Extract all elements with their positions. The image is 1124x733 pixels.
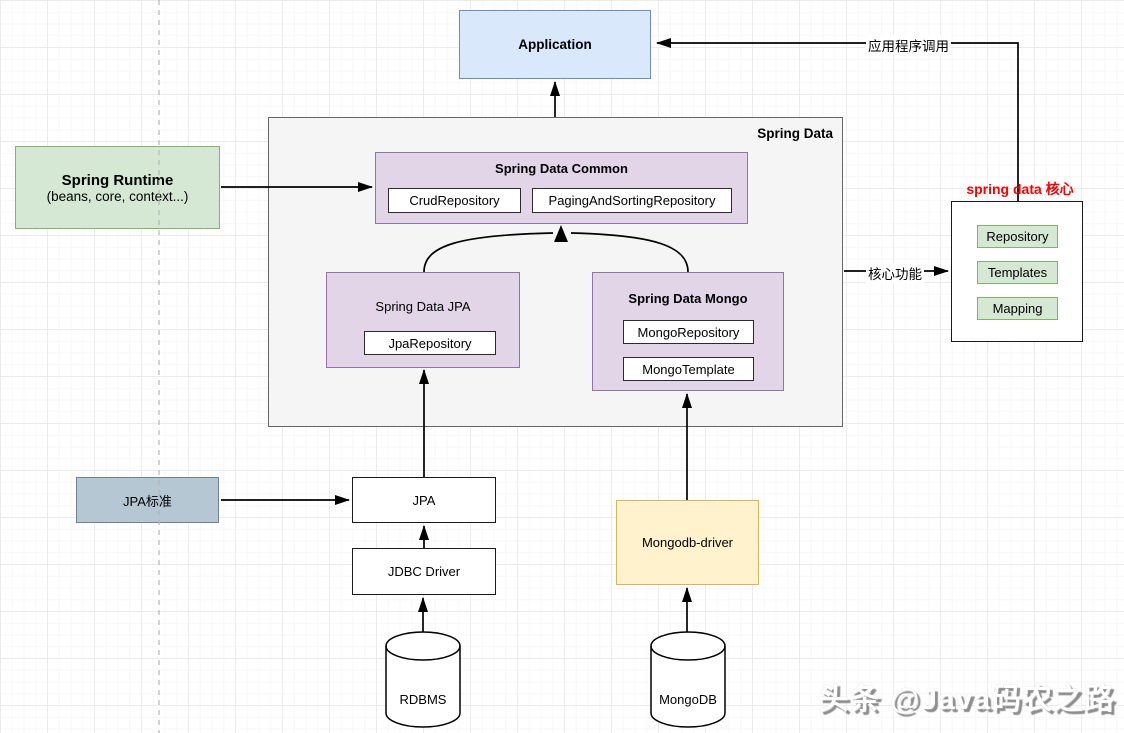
node-crudrepository: CrudRepository [388, 188, 521, 213]
core-panel-caption: spring data 核心 [966, 181, 1074, 197]
core-item-repository: Repository [977, 225, 1058, 248]
common-title: Spring Data Common [495, 161, 628, 176]
node-jpa: JPA [352, 477, 496, 523]
edge-mongo-module-to-common [570, 232, 689, 273]
node-spring-runtime: Spring Runtime (beans, core, context...) [15, 146, 220, 229]
watermark-text: 头条 @Java码农之路 [818, 683, 1115, 716]
spring-data-title: Spring Data [757, 126, 833, 141]
core-item-mapping: Mapping [977, 297, 1058, 320]
node-jdbc-driver: JDBC Driver [352, 548, 496, 595]
mongodb-cylinder [650, 631, 726, 728]
edge-jpa-module-to-common [423, 232, 554, 273]
rdbms-cylinder [385, 631, 461, 728]
edge-label-app-call: 应用程序调用 [866, 35, 951, 55]
spring-runtime-title: Spring Runtime [61, 171, 174, 189]
node-pagingandsortingrepository: PagingAndSortingRepository [532, 188, 732, 213]
edge-app-call [656, 38, 1019, 201]
core-panel: Repository Templates Mapping [951, 201, 1083, 342]
node-mongorepository: MongoRepository [623, 320, 754, 344]
node-mongodb-driver: Mongodb-driver [616, 500, 759, 585]
spring-runtime-subtitle: (beans, core, context...) [46, 188, 189, 204]
node-mongotemplate: MongoTemplate [623, 357, 754, 381]
mongodb-label: MongoDB [659, 692, 717, 707]
node-spring-data-common: Spring Data Common CrudRepository Paging… [375, 152, 748, 224]
edge-label-core-feature: 核心功能 [866, 263, 924, 283]
node-spring-data-jpa: Spring Data JPA JpaRepository [326, 272, 520, 368]
node-application: Application [459, 10, 651, 79]
merge-arrowhead-icon [554, 225, 568, 242]
node-spring-data-mongo: Spring Data Mongo MongoRepository MongoT… [592, 272, 784, 391]
jpa-module-title: Spring Data JPA [375, 299, 471, 314]
rdbms-label: RDBMS [399, 692, 447, 707]
core-item-templates: Templates [977, 261, 1058, 284]
node-jpa-standard: JPA标准 [76, 477, 219, 523]
node-jparepository: JpaRepository [364, 331, 496, 355]
mongo-module-title: Spring Data Mongo [628, 291, 748, 306]
